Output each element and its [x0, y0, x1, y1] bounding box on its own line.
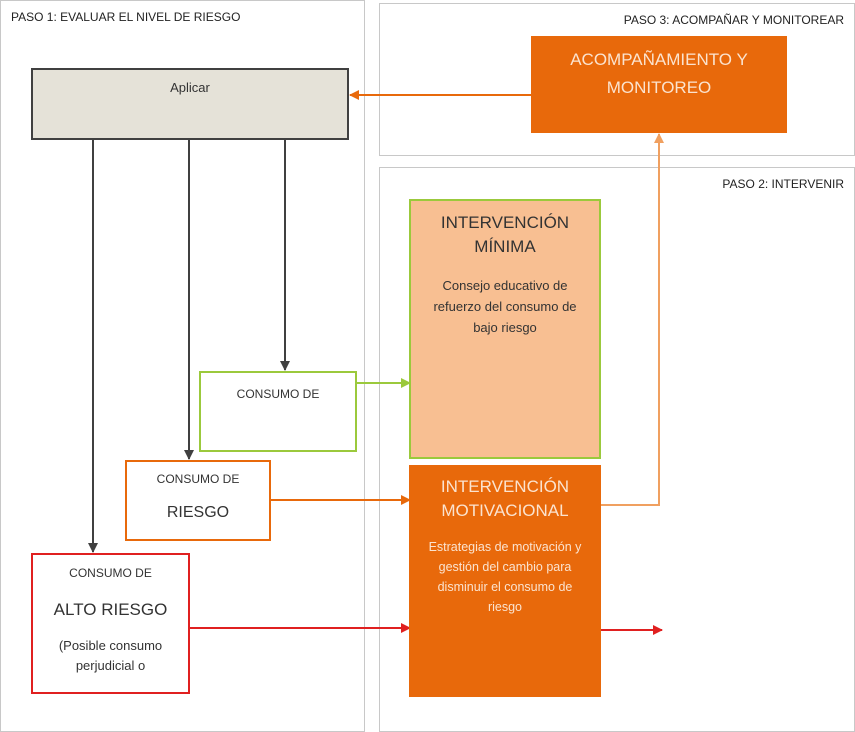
- step3-label: PASO 3: ACOMPAÑAR Y MONITOREAR: [623, 13, 844, 27]
- monitoring-title-line2: MONITOREO: [606, 78, 712, 97]
- risk-title: RIESGO: [166, 504, 230, 521]
- high-risk-box: CONSUMO DE ALTO RIESGO (Posible consumo …: [31, 553, 190, 694]
- motivational-title-line1: INTERVENCIÓN: [440, 477, 570, 496]
- risk-box: CONSUMO DE RIESGO: [125, 460, 271, 541]
- monitoring-box: ACOMPAÑAMIENTO Y MONITOREO: [531, 36, 787, 133]
- high-risk-title: ALTO RIESGO: [53, 600, 168, 619]
- step1-label: PASO 1: EVALUAR EL NIVEL DE RIESGO: [11, 10, 241, 24]
- minimal-body: Consejo educativo de refuerzo del consum…: [433, 278, 577, 335]
- high-risk-heading: CONSUMO DE: [69, 566, 152, 580]
- risk-heading: CONSUMO DE: [156, 472, 240, 486]
- minimal-intervention-box: INTERVENCIÓN MÍNIMA Consejo educativo de…: [409, 199, 601, 459]
- minimal-title-line2: MÍNIMA: [474, 237, 536, 256]
- arrow-motivational-to-monitoring: [600, 133, 664, 506]
- motivational-body: Estrategias de motivación y gestión del …: [428, 540, 582, 614]
- minimal-title-line1: INTERVENCIÓN: [440, 213, 570, 232]
- apply-box: Aplicar: [31, 68, 349, 140]
- low-risk-heading: CONSUMO DE: [236, 387, 320, 401]
- high-risk-note: (Posible consumo perjudicial o: [58, 638, 163, 673]
- low-risk-box: CONSUMO DE: [199, 371, 357, 452]
- monitoring-title-line1: ACOMPAÑAMIENTO Y: [570, 50, 748, 69]
- motivational-title-line2: MOTIVACIONAL: [441, 501, 569, 520]
- step2-label: PASO 2: INTERVENIR: [722, 177, 844, 191]
- apply-label: Aplicar: [170, 80, 210, 95]
- motivational-intervention-box: INTERVENCIÓN MOTIVACIONAL Estrategias de…: [409, 465, 601, 697]
